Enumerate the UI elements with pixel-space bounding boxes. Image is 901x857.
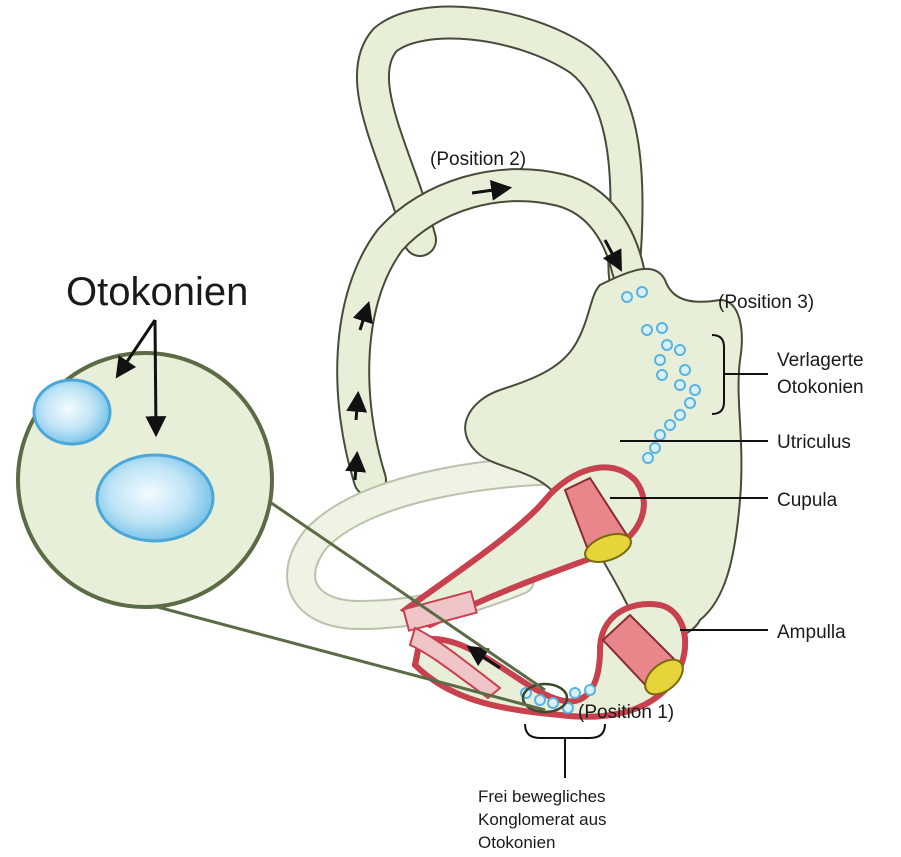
- verlagerte-label-line2: Otokonien: [777, 377, 864, 398]
- verlagerte-label-line1: Verlagerte: [777, 350, 864, 371]
- frei-label-line2: Konglomerat aus: [478, 810, 607, 829]
- arrow-icon: [355, 455, 357, 480]
- otokonien-title: Otokonien: [66, 270, 248, 314]
- position-1-label: (Position 1): [578, 702, 674, 723]
- utriculus-label: Utriculus: [777, 432, 851, 453]
- arrow-icon: [356, 395, 358, 420]
- frei-label-line3: Otokonien: [478, 833, 556, 852]
- frei-label-line1: Frei bewegliches: [478, 787, 606, 806]
- bracket-icon: [525, 724, 605, 738]
- cupula-label: Cupula: [777, 490, 838, 511]
- otoconia-crystal-icon: [97, 455, 213, 541]
- position-3-label: (Position 3): [718, 292, 814, 313]
- position-2-label: (Position 2): [430, 149, 526, 170]
- ampulla-label: Ampulla: [777, 622, 846, 643]
- arrow-icon: [155, 320, 156, 433]
- otoconia-crystal-icon: [34, 380, 110, 444]
